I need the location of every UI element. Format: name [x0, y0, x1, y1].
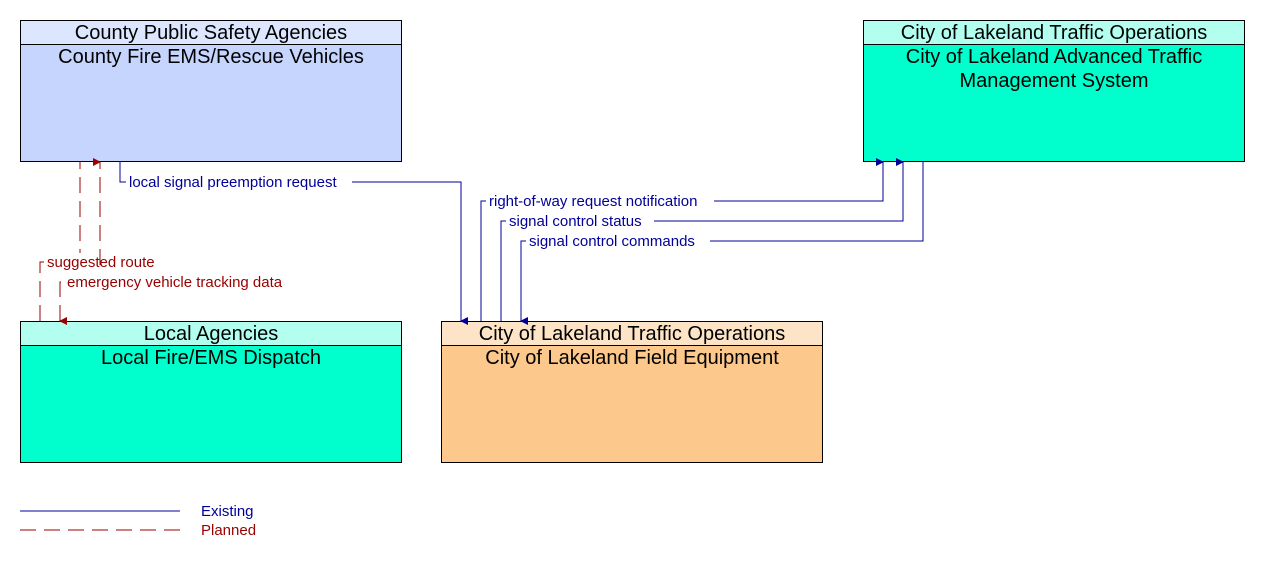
node-name-label: County Fire EMS/Rescue Vehicles [58, 46, 364, 68]
node-local-fire-ems-dispatch[interactable]: Local Agencies Local Fire/EMS Dispatch [20, 321, 402, 463]
legend-planned-label: Planned [201, 522, 256, 539]
flow-label: suggested route [47, 254, 155, 271]
node-lakeland-atms[interactable]: City of Lakeland Traffic Operations City… [863, 20, 1245, 162]
node-owner-label: Local Agencies [21, 322, 401, 346]
node-owner-label: County Public Safety Agencies [21, 21, 401, 45]
flow-signal-control-commands[interactable]: signal control commands [520, 162, 924, 325]
flow-label: right-of-way request notification [489, 193, 697, 210]
node-name-label: Local Fire/EMS Dispatch [100, 347, 322, 369]
flow-emergency-vehicle-tracking-data[interactable]: emergency vehicle tracking data [59, 158, 300, 325]
flow-label: signal control status [509, 213, 642, 230]
node-name-label: City of Lakeland Advanced Traffic Manage… [905, 46, 1203, 92]
node-lakeland-field-equipment[interactable]: City of Lakeland Traffic Operations City… [441, 321, 823, 463]
flow-signal-control-status[interactable]: signal control status [500, 158, 904, 321]
flow-label: emergency vehicle tracking data [67, 274, 283, 291]
flow-label: signal control commands [529, 233, 695, 250]
flow-right-of-way-request-notification[interactable]: right-of-way request notification [480, 158, 884, 321]
node-county-fire-ems-rescue-vehicles[interactable]: County Public Safety Agencies County Fir… [20, 20, 402, 162]
legend-existing-label: Existing [201, 503, 254, 520]
node-name-label: City of Lakeland Field Equipment [485, 347, 779, 369]
node-owner-label: City of Lakeland Traffic Operations [864, 21, 1244, 45]
legend: Existing Planned [20, 503, 256, 539]
flow-local-signal-preemption-request[interactable]: local signal preemption request [119, 162, 468, 325]
node-owner-label: City of Lakeland Traffic Operations [442, 322, 822, 346]
flow-label: local signal preemption request [129, 174, 337, 191]
